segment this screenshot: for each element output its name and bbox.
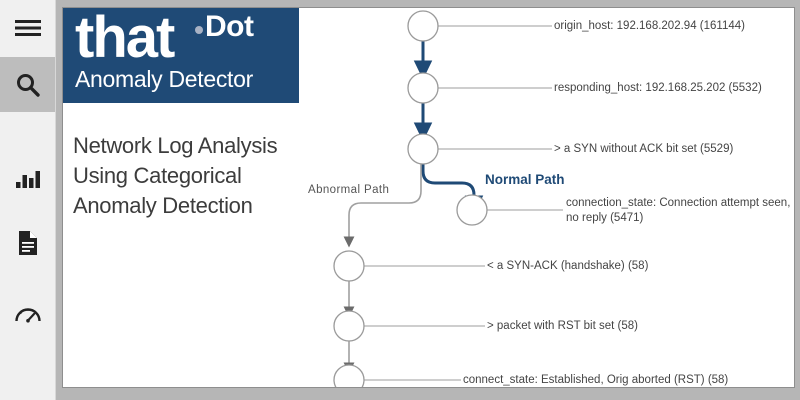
node-label-rst: > packet with RST bit set (58) [487, 320, 638, 332]
normal-path-label: Normal Path [485, 172, 565, 187]
node-origin[interactable] [407, 10, 439, 42]
page-title: Network Log Analysis Using Categorical A… [73, 133, 278, 218]
edge-syn-to-connstate [421, 163, 484, 215]
sidebar-item-search[interactable] [0, 57, 55, 112]
node-rst[interactable] [333, 310, 365, 342]
sidebar [0, 0, 56, 400]
sidebar-item-menu[interactable] [0, 0, 55, 55]
abnormal-path-edges [343, 163, 422, 374]
content-panel: that Dot Anomaly Detector Network Log An… [62, 7, 795, 388]
node-responding[interactable] [407, 72, 439, 104]
node-label-conn-state: connection_state: Connection attempt see… [566, 197, 791, 224]
normal-path-edges [413, 40, 484, 215]
node-synack[interactable] [333, 250, 365, 282]
sidebar-item-analytics[interactable] [0, 150, 55, 205]
search-icon [15, 72, 41, 98]
label-leader-lines [364, 25, 563, 381]
node-established[interactable] [333, 364, 365, 388]
logo-suffix: Dot [205, 10, 254, 43]
document-icon [17, 230, 39, 256]
brand-logo: that Dot Anomaly Detector [63, 8, 299, 103]
graph-nodes [333, 10, 488, 388]
node-label-synack: < a SYN-ACK (handshake) (58) [487, 260, 649, 272]
node-label-origin: origin_host: 192.168.202.94 (161144) [554, 20, 745, 32]
logo-subtitle: Anomaly Detector [75, 66, 253, 92]
abnormal-path-label: Abnormal Path [308, 184, 390, 196]
bar-chart-icon [15, 167, 41, 189]
hamburger-menu-icon [14, 18, 42, 38]
node-label-responding: responding_host: 192.168.25.202 (5532) [554, 82, 762, 94]
gauge-icon [14, 302, 42, 324]
sidebar-item-performance[interactable] [0, 285, 55, 340]
edge-syn-to-synack [343, 163, 422, 248]
node-syn[interactable] [407, 133, 439, 165]
anomaly-path-graph [333, 10, 563, 388]
node-conn-state[interactable] [456, 194, 488, 226]
logo-wordmark: that [75, 7, 175, 70]
logo-dot-icon [195, 26, 203, 34]
node-label-established: connect_state: Established, Orig aborted… [463, 374, 729, 386]
node-label-syn: > a SYN without ACK bit set (5529) [554, 143, 734, 155]
sidebar-item-documents[interactable] [0, 215, 55, 270]
